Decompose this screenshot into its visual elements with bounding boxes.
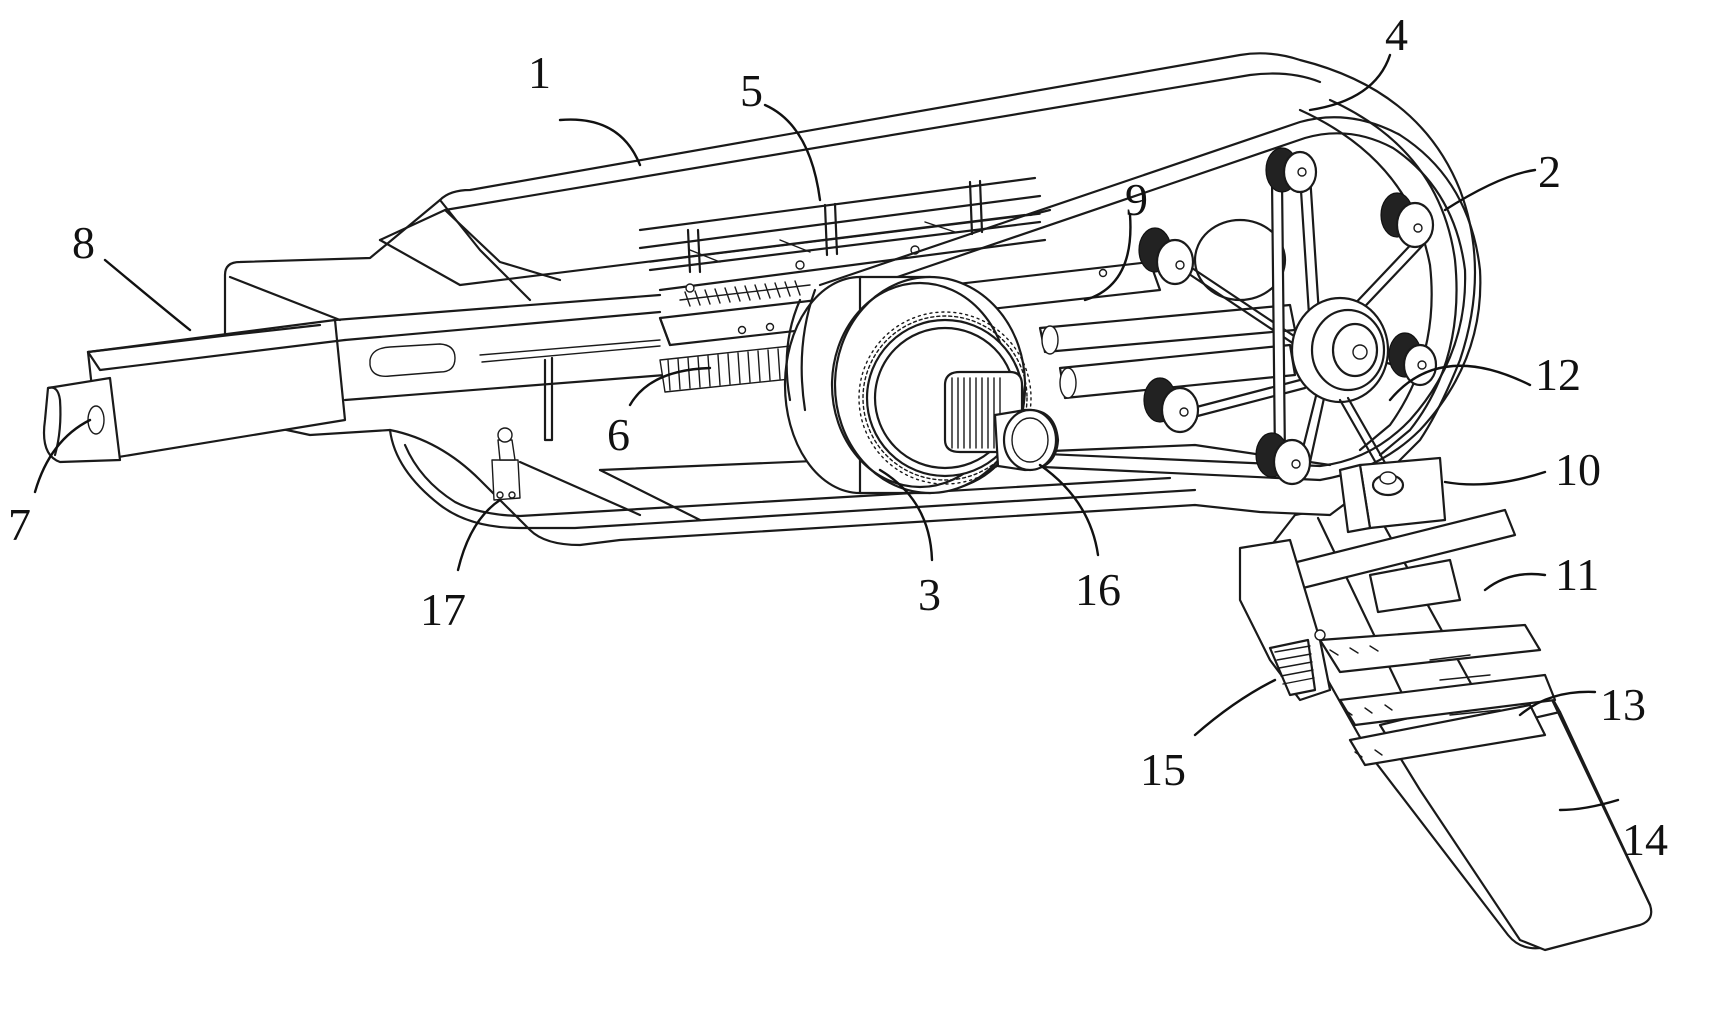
leader-8 <box>105 260 190 330</box>
callout-17: 17 <box>420 584 466 635</box>
leader-11 <box>1485 574 1545 590</box>
roller-top-left <box>1266 148 1316 192</box>
callout-14: 14 <box>1622 814 1668 865</box>
leader-15 <box>1195 680 1275 735</box>
callout-3: 3 <box>918 569 941 620</box>
callout-11: 11 <box>1555 549 1599 600</box>
block-part-10 <box>1340 458 1445 532</box>
callout-9: 9 <box>1125 174 1148 225</box>
callout-12: 12 <box>1535 349 1581 400</box>
callout-16: 16 <box>1075 564 1121 615</box>
callout-15: 15 <box>1140 744 1186 795</box>
callout-10: 10 <box>1555 444 1601 495</box>
callout-8: 8 <box>72 217 95 268</box>
callout-7: 7 <box>8 499 31 550</box>
callout-4: 4 <box>1385 9 1408 60</box>
leader-1 <box>560 120 640 165</box>
callout-5: 5 <box>740 65 763 116</box>
callout-2: 2 <box>1538 146 1561 197</box>
callout-6: 6 <box>607 409 630 460</box>
callout-13: 13 <box>1600 679 1646 730</box>
callout-1: 1 <box>528 47 551 98</box>
leader-10 <box>1445 472 1545 484</box>
